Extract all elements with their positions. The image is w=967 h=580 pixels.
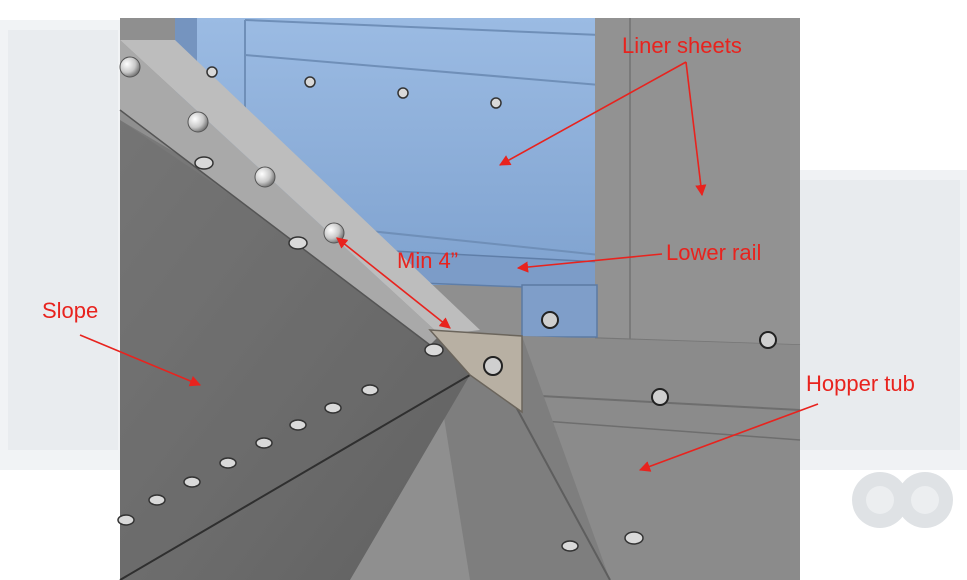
arrow-hopper [638, 403, 819, 472]
hopper-tub [522, 336, 800, 580]
trailer-background [0, 20, 967, 528]
liner-sheet-blue [175, 18, 600, 285]
arrow-lower-rail [516, 253, 663, 273]
label-liner-sheets: Liner sheets [622, 33, 742, 58]
label-lower-rail: Lower rail [666, 240, 762, 265]
hex-nuts [483, 311, 777, 406]
gusset-plate [428, 329, 523, 414]
arrow-min4-a [336, 237, 451, 329]
arrow-slope [79, 334, 202, 387]
flange-bolts [119, 56, 345, 244]
label-hopper-tub: Hopper tub [806, 371, 915, 396]
arrow-liner-left [499, 61, 687, 166]
liner-sheet-gray [595, 18, 800, 345]
label-slope: Slope [42, 298, 99, 323]
arrow-liner-right [685, 61, 707, 197]
cad-render [117, 18, 801, 580]
label-min-4: Min 4” [397, 248, 459, 273]
annotation-arrows [79, 61, 819, 472]
slope-panel [120, 120, 470, 580]
bolt-holes [117, 66, 644, 552]
